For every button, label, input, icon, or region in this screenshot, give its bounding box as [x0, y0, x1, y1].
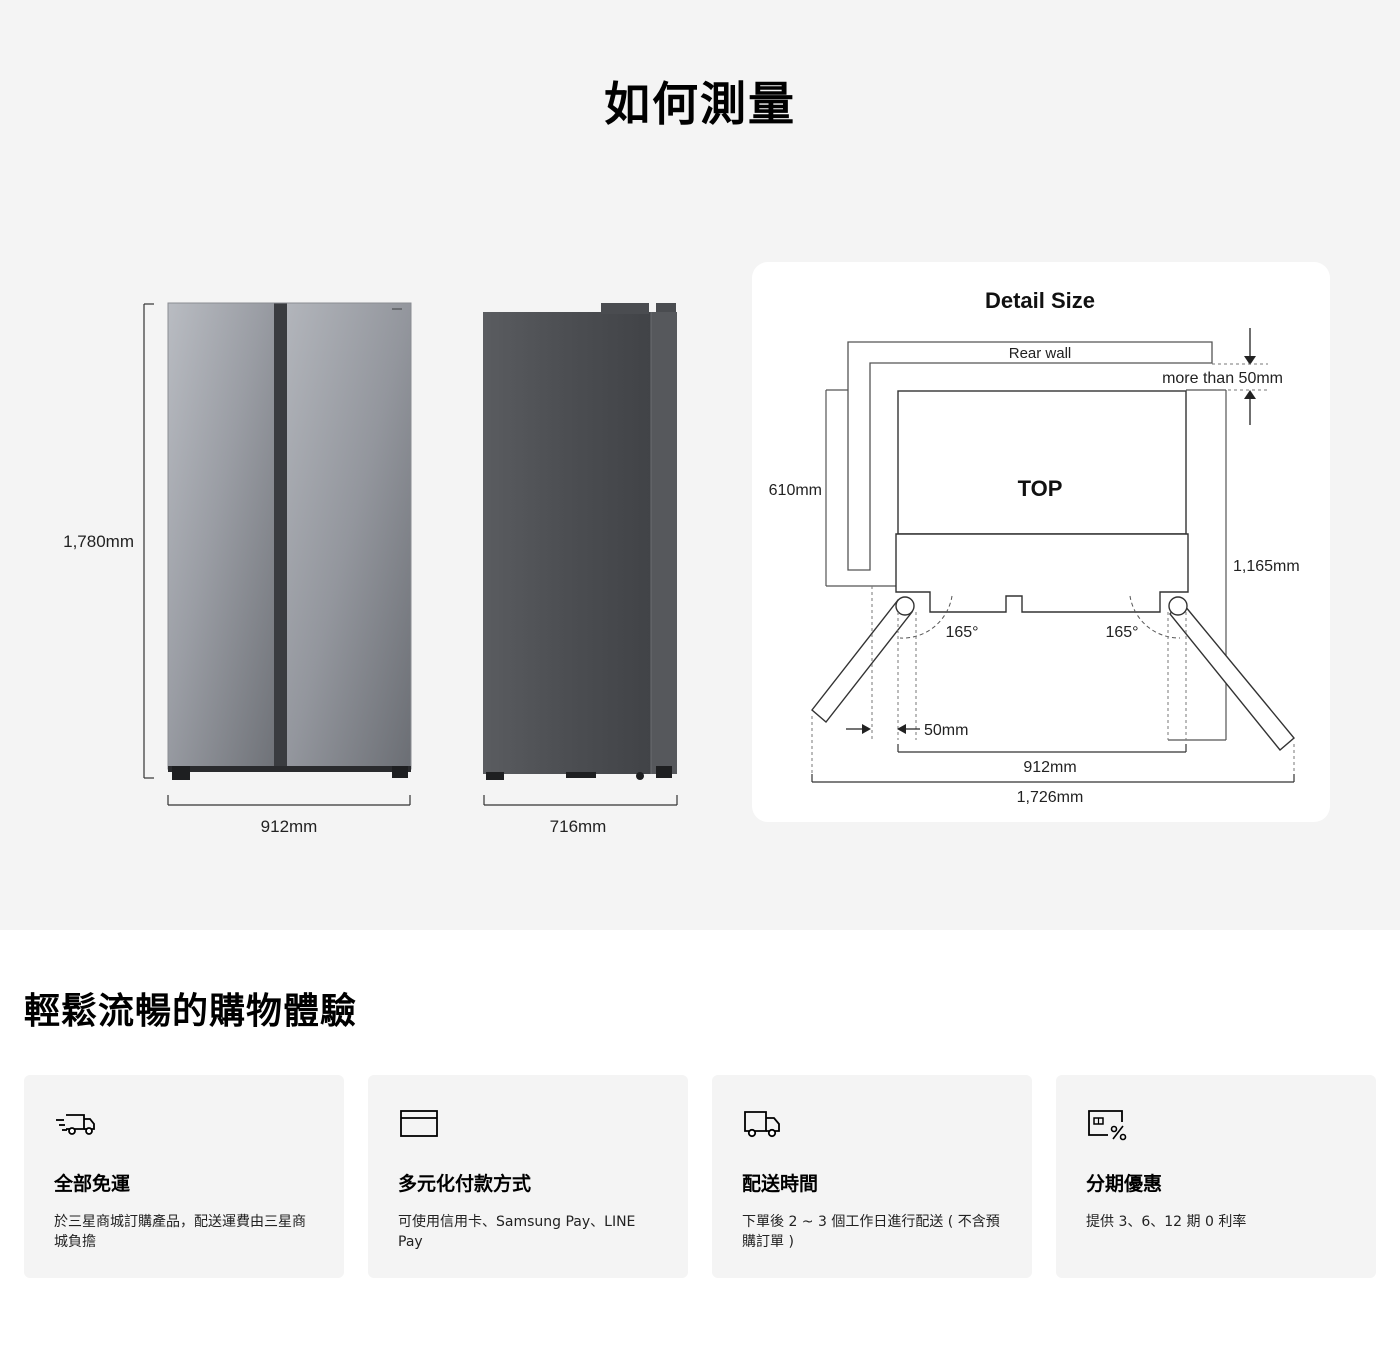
depth-label: 610mm	[769, 482, 822, 499]
card-description: 可使用信用卡、Samsung Pay、LINE Pay	[398, 1214, 636, 1250]
body-width-label: 912mm	[1023, 759, 1076, 776]
page-title: 如何測量	[604, 77, 796, 131]
front-width-label: 912mm	[261, 817, 318, 836]
fridge-front-image	[167, 302, 412, 780]
height-label: 1,780mm	[63, 532, 134, 551]
angle-right-label: 165°	[1105, 624, 1138, 641]
detail-size-title: Detail Size	[985, 288, 1095, 313]
measure-section: 如何測量 1,780mm	[0, 0, 1400, 930]
card-description: 提供 3、6、12 期 0 利率	[1086, 1214, 1247, 1230]
credit-card-icon	[400, 1110, 438, 1137]
benefit-card-free-shipping: 全部免運 於三星商城訂購產品，配送運費由三星商城負擔	[24, 1075, 344, 1278]
delivery-truck-icon	[744, 1111, 780, 1138]
front-width-bracket	[167, 795, 411, 806]
gap-label: more than 50mm	[1162, 370, 1283, 387]
card-title: 配送時間	[742, 1173, 819, 1195]
benefit-card-installment: 分期優惠 提供 3、6、12 期 0 利率	[1056, 1075, 1376, 1278]
shopping-experience-title: 輕鬆流暢的購物體驗	[24, 991, 358, 1032]
card-title: 分期優惠	[1086, 1173, 1163, 1195]
fridge-side-image	[483, 303, 677, 780]
detail-size-card: Detail Size Rear wall more than 50mm	[752, 262, 1330, 822]
rear-wall-shape	[847, 341, 1213, 571]
card-title: 全部免運	[54, 1173, 131, 1195]
installment-card-percent-icon	[1088, 1110, 1127, 1141]
door-depth-label: 1,165mm	[1233, 558, 1300, 575]
side-depth-bracket	[483, 795, 678, 806]
fridge-top-body	[895, 390, 1189, 613]
side-gap-arrows	[846, 724, 920, 734]
card-description: 於三星商城訂購產品，配送運費由三星商城負擔	[54, 1214, 306, 1250]
card-title: 多元化付款方式	[398, 1173, 532, 1195]
side-depth-label: 716mm	[550, 817, 607, 836]
benefit-card-payment: 多元化付款方式 可使用信用卡、Samsung Pay、LINE Pay	[368, 1075, 688, 1278]
free-shipping-truck-icon	[56, 1114, 95, 1135]
open-doors	[811, 586, 1295, 782]
depth-bracket	[825, 389, 896, 587]
angle-left-label: 165°	[945, 624, 978, 641]
total-width-label: 1,726mm	[1017, 789, 1084, 806]
card-description: 下單後 2 ~ 3 個工作日進行配送 ( 不含預購訂單 )	[742, 1214, 1000, 1250]
detail-size-diagram: Detail Size Rear wall more than 50mm	[769, 288, 1300, 806]
width-brackets	[811, 744, 1295, 783]
rear-wall-label: Rear wall	[1009, 345, 1072, 362]
benefit-card-delivery-time: 配送時間 下單後 2 ~ 3 個工作日進行配送 ( 不含預購訂單 )	[712, 1075, 1032, 1278]
fridge-dimension-drawing: 1,780mm 912mm	[63, 302, 678, 836]
top-label: TOP	[1018, 476, 1063, 501]
height-dimension-bracket	[143, 303, 154, 779]
side-gap-label: 50mm	[924, 722, 968, 739]
